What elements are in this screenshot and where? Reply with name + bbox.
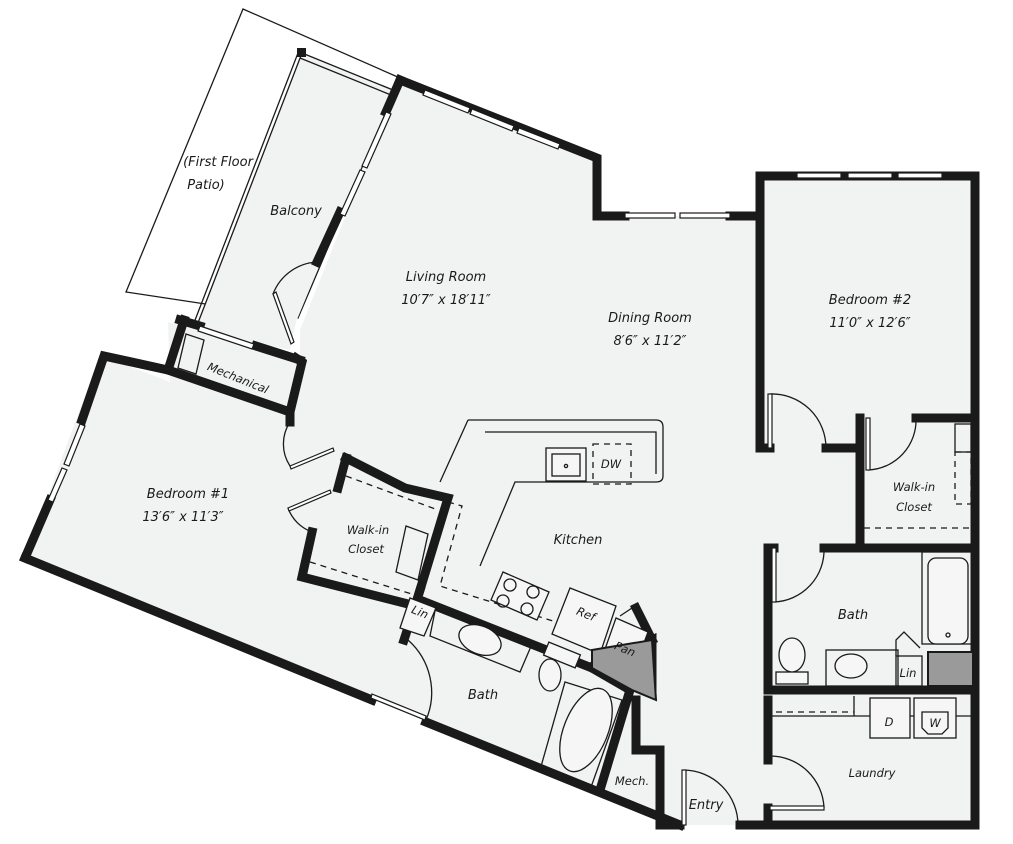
balcony-label: Balcony bbox=[270, 204, 322, 219]
linen-2-label: Lin bbox=[900, 666, 917, 680]
bath-2-label: Bath bbox=[838, 608, 868, 623]
kitchen-fixtures bbox=[439, 419, 664, 665]
walk-in-closet-1-line1: Walk-in bbox=[347, 523, 389, 537]
bedroom-1-dimensions: 13′6″ x 11′3″ bbox=[142, 510, 223, 525]
walk-in-closet-1-line2: Closet bbox=[348, 542, 384, 556]
first-floor-patio bbox=[125, 8, 401, 319]
dryer-label: D bbox=[885, 715, 894, 729]
patio-label-line2: Patio) bbox=[187, 178, 225, 193]
walls bbox=[19, 74, 980, 831]
patio-label-line1: (First Floor bbox=[183, 155, 255, 170]
doors bbox=[272, 261, 917, 826]
floor-fill bbox=[25, 53, 975, 825]
living-room-dimensions: 10′7″ x 18′11″ bbox=[401, 293, 491, 308]
living-room-label: Living Room bbox=[406, 270, 486, 285]
bedroom-1-label: Bedroom #1 bbox=[147, 487, 229, 502]
laundry-fixtures bbox=[772, 696, 972, 739]
laundry-label: Laundry bbox=[849, 766, 896, 780]
dining-room-dimensions: 8′6″ x 11′2″ bbox=[614, 334, 687, 349]
dining-room-label: Dining Room bbox=[608, 311, 692, 326]
bath-1-fixtures bbox=[399, 597, 658, 791]
balcony bbox=[191, 48, 394, 329]
bedroom-2-label: Bedroom #2 bbox=[829, 293, 911, 308]
dishwasher-label: DW bbox=[601, 457, 622, 471]
mech-small-label: Mech. bbox=[615, 774, 649, 788]
closet-1-fixtures bbox=[309, 475, 439, 597]
mechanical-fixtures bbox=[177, 333, 205, 375]
walk-in-closet-2-line1: Walk-in bbox=[893, 480, 935, 494]
windows bbox=[47, 89, 943, 503]
closet-2-fixtures bbox=[864, 423, 972, 529]
bath-2-fixtures bbox=[775, 551, 974, 687]
entry-label: Entry bbox=[689, 798, 724, 813]
walk-in-closet-2-line2: Closet bbox=[896, 500, 932, 514]
bath-1-label: Bath bbox=[468, 688, 498, 703]
kitchen-label: Kitchen bbox=[554, 533, 603, 548]
washer-label: W bbox=[929, 716, 941, 730]
bedroom-2-dimensions: 11′0″ x 12′6″ bbox=[829, 316, 910, 331]
linen-1-label: Lin bbox=[410, 602, 431, 621]
